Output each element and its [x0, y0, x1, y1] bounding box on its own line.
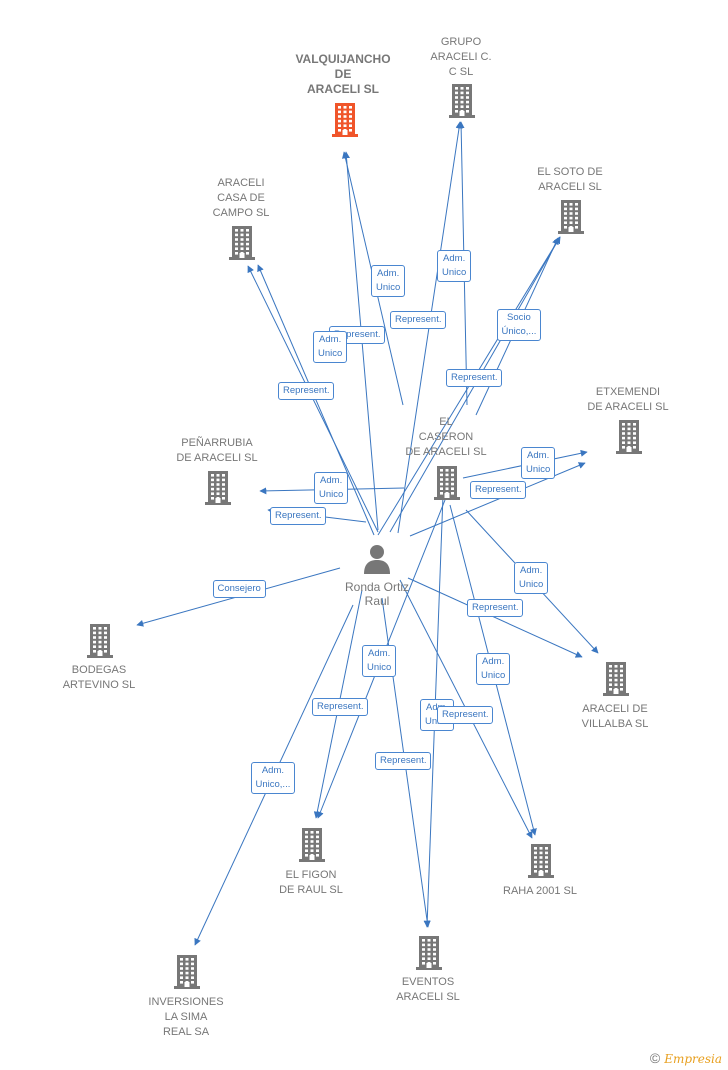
- relation-label[interactable]: Adm. Unico: [437, 250, 472, 282]
- building-icon[interactable]: [87, 624, 113, 663]
- building-icon[interactable]: [603, 662, 629, 701]
- relation-label[interactable]: Socio Único,...: [496, 309, 542, 341]
- building-icon[interactable]: [616, 420, 642, 459]
- company-name[interactable]: EL SOTO DE ARACELI SL: [537, 166, 603, 193]
- relation-label[interactable]: Represent.: [390, 311, 447, 329]
- company-name[interactable]: INVERSIONES LA SIMA REAL SA: [148, 996, 224, 1038]
- building-icon[interactable]: [332, 103, 358, 142]
- company-name[interactable]: PEÑARRUBIA DE ARACELI SL: [176, 437, 258, 464]
- company-name[interactable]: BODEGAS ARTEVINO SL: [62, 664, 136, 691]
- relation-label[interactable]: Represent.: [470, 481, 527, 499]
- copyright-symbol: ©: [649, 1050, 661, 1066]
- relation-label[interactable]: Adm. Unico: [362, 645, 397, 677]
- brand-logo[interactable]: Empresia: [664, 1052, 722, 1066]
- building-icon[interactable]: [229, 226, 255, 265]
- company-name[interactable]: ARACELI CASA DE CAMPO SL: [212, 177, 270, 219]
- company-name[interactable]: ETXEMENDI DE ARACELI SL: [587, 386, 669, 413]
- building-icon[interactable]: [416, 936, 442, 975]
- relation-label[interactable]: Represent.: [312, 698, 369, 716]
- person-name[interactable]: Ronda Ortiz Raul: [344, 580, 410, 608]
- relation-label[interactable]: Adm. Unico: [314, 472, 349, 504]
- relation-label[interactable]: Adm. Unico: [371, 265, 406, 297]
- relation-label[interactable]: Adm. Unico: [514, 562, 549, 594]
- relation-edge: [257, 264, 375, 536]
- relation-label[interactable]: Adm. Unico,...: [250, 762, 296, 794]
- relation-label[interactable]: Represent.: [270, 507, 327, 525]
- building-icon[interactable]: [174, 955, 200, 994]
- company-name[interactable]: RAHA 2001 SL: [503, 885, 577, 897]
- company-name[interactable]: ARACELI DE VILLALBA SL: [581, 703, 649, 730]
- relation-label[interactable]: Represent.: [446, 369, 503, 387]
- relation-label[interactable]: Represent.: [278, 382, 335, 400]
- relation-label[interactable]: Represent.: [437, 706, 494, 724]
- company-name[interactable]: GRUPO ARACELI C. C SL: [430, 36, 492, 78]
- relation-label[interactable]: Represent.: [375, 752, 432, 770]
- relation-label[interactable]: Adm. Unico: [476, 653, 511, 685]
- relation-label[interactable]: Adm. Unico: [313, 331, 348, 363]
- relation-label[interactable]: Represent.: [467, 599, 524, 617]
- person-icon[interactable]: [363, 544, 391, 579]
- relation-edge: [407, 577, 583, 658]
- company-name[interactable]: EL FIGON DE RAUL SL: [279, 869, 343, 896]
- company-name[interactable]: VALQUIJANCHO DE ARACELI SL: [295, 52, 391, 96]
- copyright-footer: ©Empresia: [650, 1050, 722, 1066]
- relation-label[interactable]: Consejero: [212, 580, 266, 598]
- relation-label[interactable]: Adm. Unico: [521, 447, 556, 479]
- building-icon[interactable]: [299, 828, 325, 867]
- building-icon[interactable]: [449, 84, 475, 123]
- building-icon[interactable]: [558, 200, 584, 239]
- building-icon[interactable]: [434, 466, 460, 505]
- building-icon[interactable]: [205, 471, 231, 510]
- company-name[interactable]: EL CASERON DE ARACELI SL: [405, 416, 487, 458]
- relation-edge: [409, 462, 586, 537]
- company-name[interactable]: EVENTOS ARACELI SL: [396, 976, 460, 1003]
- building-icon[interactable]: [528, 844, 554, 883]
